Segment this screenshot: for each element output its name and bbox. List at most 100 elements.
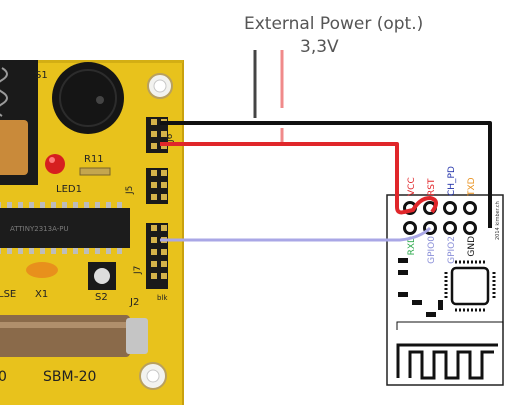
header-pin: [151, 273, 157, 279]
battery-spring: [0, 67, 8, 117]
header-pin: [151, 170, 157, 176]
label-s2: S2: [95, 292, 108, 303]
antenna-outline: [396, 321, 504, 330]
chip-pin: [29, 248, 34, 254]
label-r11: R11: [84, 154, 104, 165]
label-blk: blk: [157, 294, 168, 302]
module-pin-label-top: TXD: [467, 177, 477, 197]
led-highlight: [49, 157, 55, 163]
module-pin-label-bottom: RXD: [407, 236, 417, 255]
buzzer-ring: [59, 69, 117, 127]
label-pulse: LSE: [0, 289, 16, 300]
chip-pin: [73, 202, 78, 208]
chip-pin: [0, 248, 1, 254]
module-pin-label-bottom: GPIO0: [427, 236, 437, 264]
module-pin-hole: [443, 221, 457, 235]
qfn-chip: [450, 266, 490, 306]
header-pin: [151, 237, 157, 243]
label-j2: J2: [129, 297, 139, 308]
module-pin-label-top: CH_PD: [447, 166, 457, 196]
led: [45, 154, 65, 174]
chip-pin: [40, 248, 45, 254]
qfn-pads: [444, 260, 496, 312]
header-pin: [161, 194, 167, 200]
chip-pin: [18, 248, 23, 254]
gnd-wire: [160, 121, 492, 228]
vcc-wire: [160, 142, 438, 215]
chip-pin: [95, 202, 100, 208]
chip-pin: [117, 202, 122, 208]
geiger-tube-cap: [126, 318, 148, 354]
push-button-cap: [94, 268, 110, 284]
chip-pin: [51, 248, 56, 254]
mounting-hole-bottom-inner: [146, 369, 160, 383]
chip-pin: [18, 202, 23, 208]
chip-pin: [7, 202, 12, 208]
module-pin-hole: [403, 221, 417, 235]
chip-pin: [95, 248, 100, 254]
header-pin: [161, 225, 167, 231]
chip-pin: [40, 202, 45, 208]
chip-pin: [7, 248, 12, 254]
chip-marking: ATTINY2313A-PU: [10, 225, 69, 233]
buzzer-hole: [96, 96, 104, 104]
chip-pin: [29, 202, 34, 208]
chip-pin: [73, 248, 78, 254]
header-j7: [146, 223, 168, 289]
chip-pins-bottom: [0, 248, 122, 254]
chip-pin: [84, 248, 89, 254]
pcb-top-edge: [0, 60, 183, 63]
module-pin-label-bottom: GPIO2: [447, 236, 457, 264]
wires: [160, 50, 492, 242]
pcb-board: S1 R11 LED1 ATTINY2313A-PU X1 LSE S2 J2 …: [0, 60, 184, 405]
module-pin-labels: VCC RST CH_PD TXD RXD GPIO0 GPIO2 GND: [407, 166, 477, 264]
label-x1: X1: [35, 289, 48, 300]
label-s1: S1: [35, 70, 48, 81]
external-power-caption: External Power (opt.): [244, 14, 424, 34]
header-pin: [151, 261, 157, 267]
header-pin: [151, 119, 157, 125]
module-pin-hole: [443, 201, 457, 215]
module-pin-label-bottom: GND: [467, 236, 477, 257]
smd-3: [398, 292, 408, 297]
label-j7: J7: [133, 266, 143, 275]
label-zero: 0: [0, 369, 7, 385]
chip-pin: [106, 248, 111, 254]
voltage-caption: 3,3V: [300, 37, 339, 57]
microcontroller-chip: [0, 208, 130, 248]
header-pin: [151, 249, 157, 255]
module-pin-label-top: RST: [427, 178, 437, 196]
smd-5: [438, 300, 443, 310]
mounting-hole-top-inner: [153, 79, 167, 93]
module-side-text: 2014 kimber.ch: [495, 201, 501, 240]
header-pin: [151, 143, 157, 149]
geiger-tube: [0, 315, 130, 357]
antenna-trace: [396, 343, 498, 380]
header-pin: [161, 131, 167, 137]
chip-pins-top: [0, 202, 122, 208]
header-pin: [161, 261, 167, 267]
header-pin: [161, 273, 167, 279]
header-pin: [151, 225, 157, 231]
smd-1: [398, 258, 408, 263]
header-pin: [161, 249, 167, 255]
label-j6: J6: [165, 133, 175, 143]
module-pin-hole: [463, 201, 477, 215]
smd-2: [398, 270, 408, 275]
smd-6: [426, 312, 436, 317]
chip-pin: [51, 202, 56, 208]
chip-pin: [0, 202, 1, 208]
geiger-tube-shine: [0, 322, 130, 328]
header-pins: [151, 119, 167, 279]
header-pin: [151, 194, 157, 200]
buzzer: [52, 62, 124, 134]
module-pin-label-top: VCC: [407, 177, 417, 196]
header-pin: [151, 131, 157, 137]
chip-pin: [117, 248, 122, 254]
crystal-capacitor: [26, 262, 58, 278]
header-pin: [151, 182, 157, 188]
resistor: [79, 167, 111, 176]
battery-contact: [0, 120, 28, 175]
esp-module: 2014 kimber.ch VCC RST CH_PD TXD RXD GPIO0 GPI…: [386, 166, 504, 386]
